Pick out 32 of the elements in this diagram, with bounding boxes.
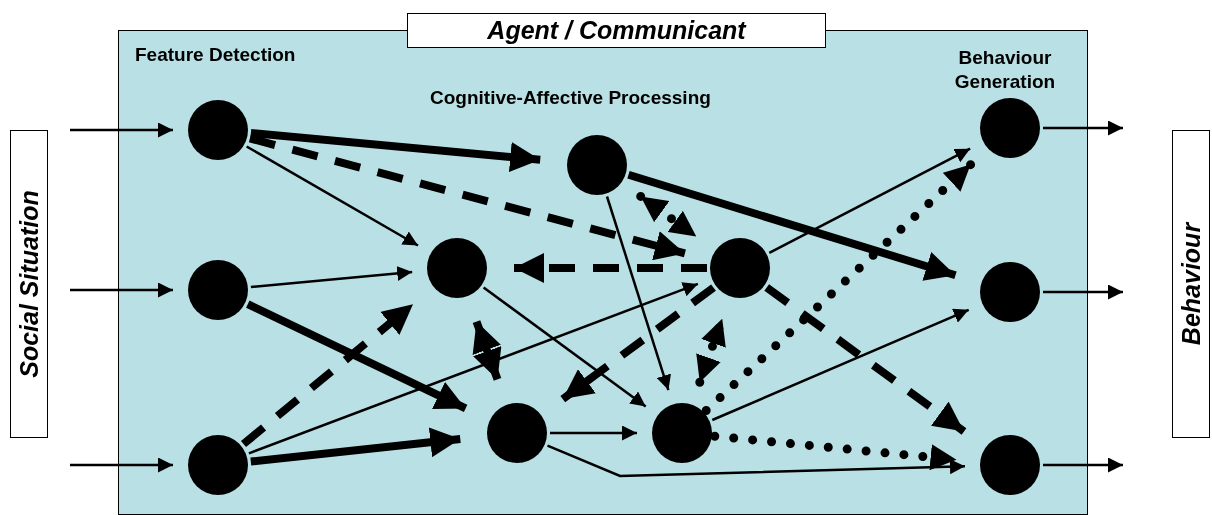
arrow [550, 425, 637, 441]
side-box [10, 130, 48, 438]
arrow [245, 145, 419, 247]
arrow [248, 282, 699, 455]
arrow [711, 308, 970, 422]
side-label: Social Situation [14, 190, 44, 378]
arrow [627, 170, 957, 281]
stage-heading: Behaviour Generation [953, 46, 1057, 94]
node-circle [709, 237, 770, 298]
arrow [246, 300, 468, 412]
side-label: Behaviour [1176, 222, 1206, 346]
arrow [768, 147, 971, 254]
arrow [70, 122, 173, 138]
arrow [482, 286, 647, 408]
arrow [547, 444, 966, 478]
arrow [764, 284, 967, 435]
arrow [472, 320, 502, 381]
side-box [1172, 130, 1210, 438]
arrow [1043, 284, 1123, 300]
panel-title: Agent / Communicant [407, 13, 826, 48]
arrow [70, 457, 173, 473]
arrow [250, 266, 413, 289]
arrow [248, 134, 686, 261]
arrow [240, 301, 416, 448]
stage-heading: Feature Detection [135, 43, 297, 67]
arrow [701, 160, 976, 415]
arrow [1043, 457, 1123, 473]
arrow [560, 284, 716, 403]
arrow [1043, 120, 1123, 136]
stage-heading: Cognitive-Affective Processing [430, 86, 712, 110]
arrow [70, 282, 173, 298]
arrow [605, 196, 671, 391]
